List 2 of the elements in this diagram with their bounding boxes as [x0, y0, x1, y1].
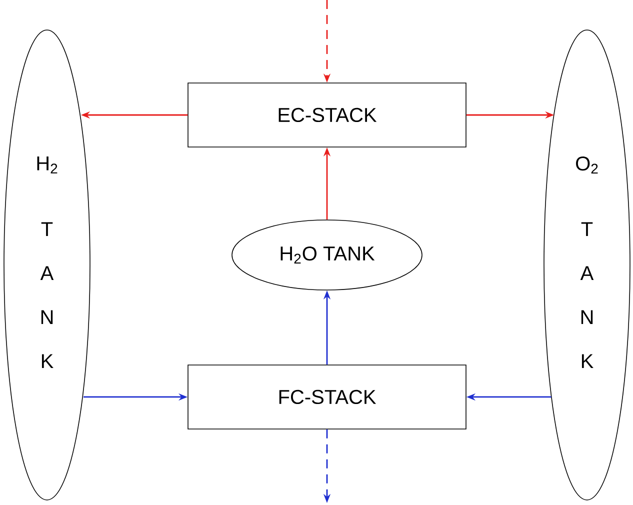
- stack-box: EC-STACK: [188, 82, 466, 148]
- stack-box: FC-STACK: [188, 364, 466, 430]
